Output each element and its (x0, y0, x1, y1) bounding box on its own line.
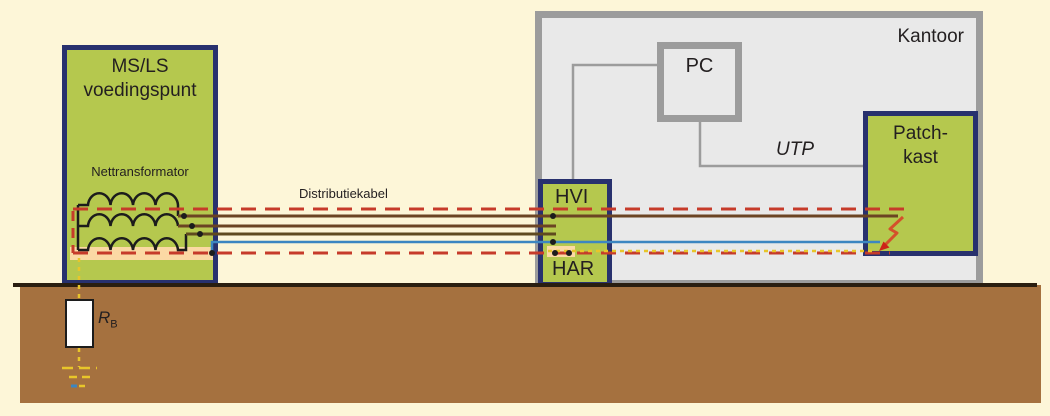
utp-label: UTP (776, 139, 814, 160)
patch-cabinet-box: Patch- kast (863, 111, 978, 256)
distribution-cable-label: Distributiekabel (299, 186, 388, 201)
earth-resistance-subscript: B (110, 318, 118, 331)
supply-title: MS/LS voedingspunt (67, 55, 213, 103)
earth-resistance-symbol: R (98, 308, 111, 327)
pc-box: PC (657, 42, 742, 122)
transformer-label: Nettransformator (91, 164, 189, 179)
ground-soil (20, 285, 1041, 403)
hvi-label: HVI (555, 186, 589, 208)
office-label: Kantoor (897, 26, 964, 47)
supply-point-box: MS/LS voedingspunt Nettransformator (62, 45, 218, 285)
supply-title-line2: voedingspunt (83, 80, 197, 101)
supply-title-line1: MS/LS (111, 56, 169, 77)
pc-label: PC (685, 55, 714, 77)
patch-cabinet-label-line2: kast (903, 147, 938, 168)
patch-cabinet-label-line1: Patch- (893, 123, 948, 144)
earth-resistance-label: RB (98, 308, 118, 330)
junction-dots (181, 213, 572, 256)
hvi-har-box: HVI HAR (538, 179, 612, 287)
har-label: HAR (552, 258, 595, 280)
